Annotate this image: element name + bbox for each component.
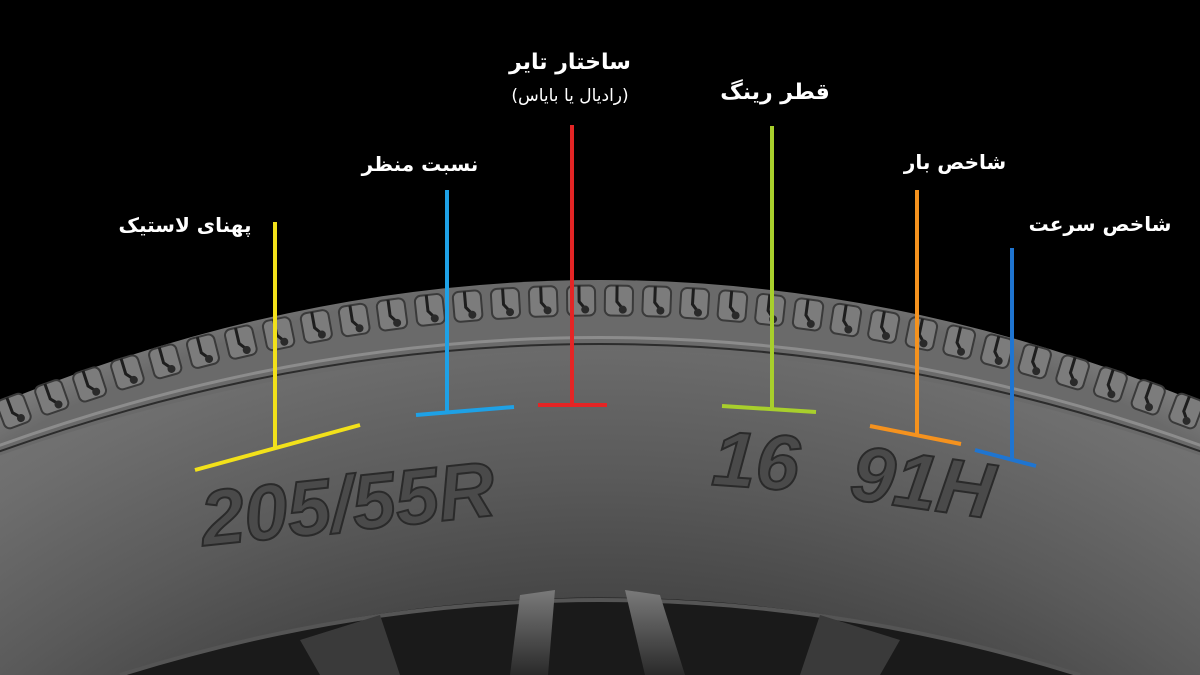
tread-blocks — [0, 284, 1200, 430]
tread-block — [904, 316, 939, 352]
sidewall-rim-text: 16 — [710, 414, 803, 508]
wheel-rim-edge — [119, 598, 1081, 675]
tread-block — [566, 284, 597, 317]
tread-block — [1017, 343, 1052, 380]
tread-block — [451, 289, 484, 323]
tread-block — [110, 354, 145, 391]
tread-block — [980, 333, 1015, 369]
tread-block — [603, 284, 635, 317]
tread-block — [641, 285, 673, 318]
load-index-label: شاخص بار — [903, 150, 1007, 174]
tread-block — [148, 343, 183, 380]
speed-index-label: شاخص سرعت — [1028, 212, 1172, 236]
tread-block — [337, 302, 371, 338]
aspect-callout-bar — [415, 405, 515, 417]
construction-label: ساختار تایر — [509, 50, 631, 75]
tread-block — [375, 297, 409, 332]
tread-block — [527, 285, 559, 318]
tread-block — [261, 316, 296, 352]
tread-block — [867, 309, 901, 344]
tread-block — [1092, 366, 1128, 403]
tread-block — [791, 297, 825, 332]
width-callout-bar — [194, 423, 361, 472]
tread-block — [1168, 392, 1200, 430]
tread-block — [942, 324, 977, 360]
tread-block — [1055, 354, 1090, 391]
construction-sublabel: (رادیال یا بایاس) — [511, 86, 629, 106]
wheel-spoke — [800, 615, 900, 675]
sidewall-ridge — [0, 336, 1200, 447]
rim-callout-bar — [721, 404, 817, 414]
aspect-ratio-label: نسبت منظر — [361, 152, 479, 176]
width-label: پهنای لاستیک — [118, 213, 252, 237]
wheel-spoke — [300, 615, 400, 675]
tread-block — [829, 302, 863, 338]
tread-block — [72, 366, 108, 403]
speed-callout-bar — [974, 448, 1037, 468]
tread-block — [716, 289, 749, 323]
sidewall-load-speed-text: 91H — [846, 428, 1002, 535]
tread-block — [34, 379, 70, 416]
tread-block — [299, 309, 333, 344]
tread-block — [678, 286, 711, 320]
wheel-spoke — [625, 590, 685, 675]
tread-block — [1130, 379, 1166, 416]
tread-block — [413, 293, 446, 327]
tread-block — [224, 324, 258, 360]
tread-block — [185, 333, 220, 369]
sidewall-ridge-shadow — [0, 343, 1200, 453]
wheel-spoke — [510, 590, 555, 675]
tread-block — [0, 392, 32, 430]
tread-block — [489, 286, 522, 320]
rim-diameter-label: قطر رینگ — [720, 80, 830, 105]
